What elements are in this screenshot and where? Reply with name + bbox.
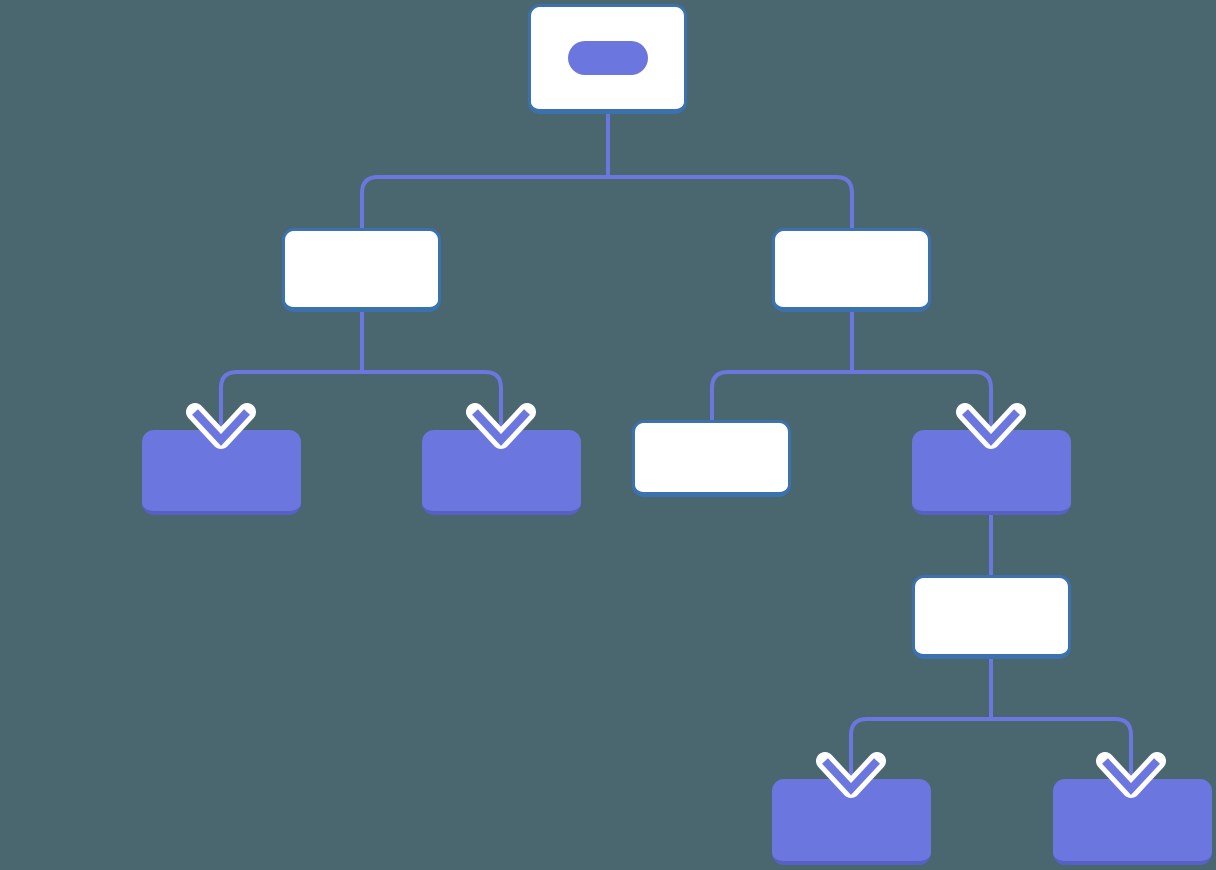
node-level2-a[interactable]: [142, 430, 301, 515]
root-pill-badge: [568, 41, 648, 75]
node-level2-d[interactable]: [912, 430, 1071, 515]
node-level1-right[interactable]: [772, 228, 931, 312]
node-level4-b[interactable]: [1053, 779, 1212, 865]
node-level4-a[interactable]: [772, 779, 931, 865]
node-level2-c[interactable]: [632, 420, 791, 497]
node-level1-left[interactable]: [282, 228, 441, 312]
node-level3[interactable]: [912, 575, 1071, 659]
node-level2-b[interactable]: [422, 430, 581, 515]
node-root[interactable]: [528, 4, 687, 114]
